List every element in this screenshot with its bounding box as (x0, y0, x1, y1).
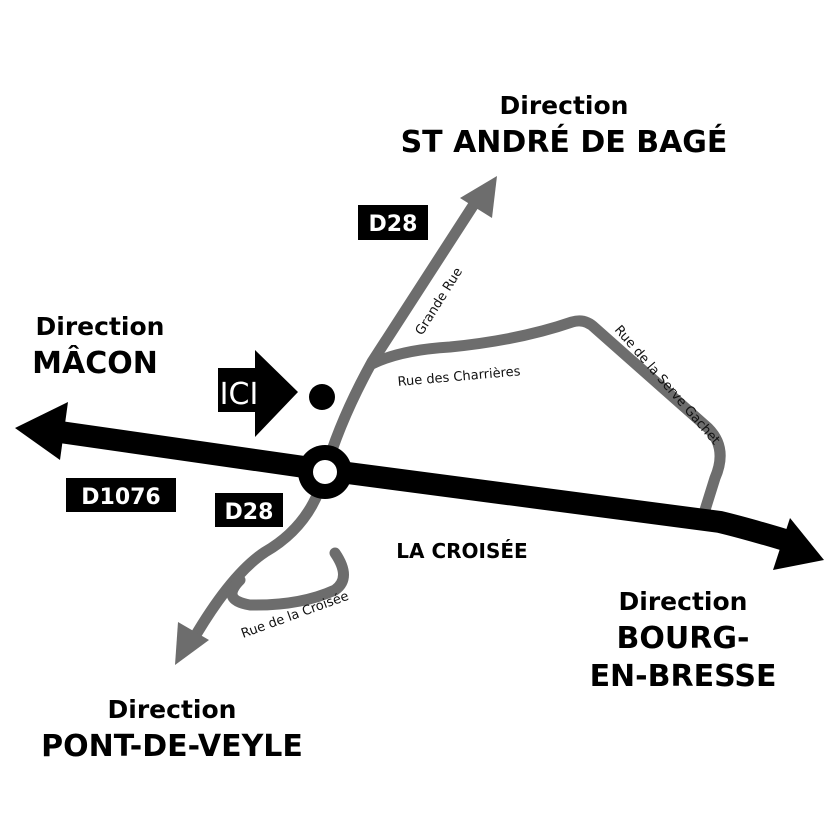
road-badges: D28 D28 D1076 (66, 205, 428, 527)
secondary-roads (175, 176, 726, 665)
svg-text:Direction: Direction (500, 91, 629, 120)
road-rue-de-la-croisee (226, 547, 349, 611)
direction-west: Direction MÂCON (32, 312, 164, 381)
direction-south: Direction PONT-DE-VEYLE (41, 695, 303, 764)
arrow-north-icon (460, 176, 497, 218)
locality-la-croisee: LA CROISÉE (396, 539, 527, 563)
svg-text:EN-BRESSE: EN-BRESSE (590, 659, 777, 694)
road-rue-des-charrieres (366, 315, 726, 516)
badge-d28-south: D28 (225, 500, 274, 525)
ici-arrow-icon (218, 350, 298, 437)
svg-text:Direction: Direction (619, 587, 748, 616)
street-serve-gachet: Rue de la Serve Gachet (611, 323, 723, 448)
svg-text:PONT-DE-VEYLE: PONT-DE-VEYLE (41, 729, 303, 764)
main-road-d1076 (15, 402, 824, 570)
street-charrieres: Rue des Charrières (397, 364, 521, 390)
svg-text:Direction: Direction (36, 312, 165, 341)
svg-text:BOURG-: BOURG- (617, 621, 750, 656)
location-dot (309, 384, 335, 410)
svg-text:MÂCON: MÂCON (32, 345, 158, 381)
svg-text:Direction: Direction (108, 695, 237, 724)
arrow-west-icon (15, 402, 68, 460)
direction-north: Direction ST ANDRÉ DE BAGÉ (401, 91, 728, 160)
svg-text:ST ANDRÉ DE BAGÉ: ST ANDRÉ DE BAGÉ (401, 124, 728, 160)
badge-d1076: D1076 (81, 485, 161, 510)
ici-marker: ICI (218, 350, 335, 437)
road-d28-south (184, 466, 331, 651)
direction-east: Direction BOURG- EN-BRESSE (590, 587, 777, 694)
arrow-east-icon (773, 518, 824, 570)
ici-label: ICI (220, 377, 259, 412)
street-grande-rue: Grande Rue (413, 265, 466, 338)
badge-d28-north: D28 (369, 212, 418, 237)
arrow-south-icon (175, 622, 209, 665)
